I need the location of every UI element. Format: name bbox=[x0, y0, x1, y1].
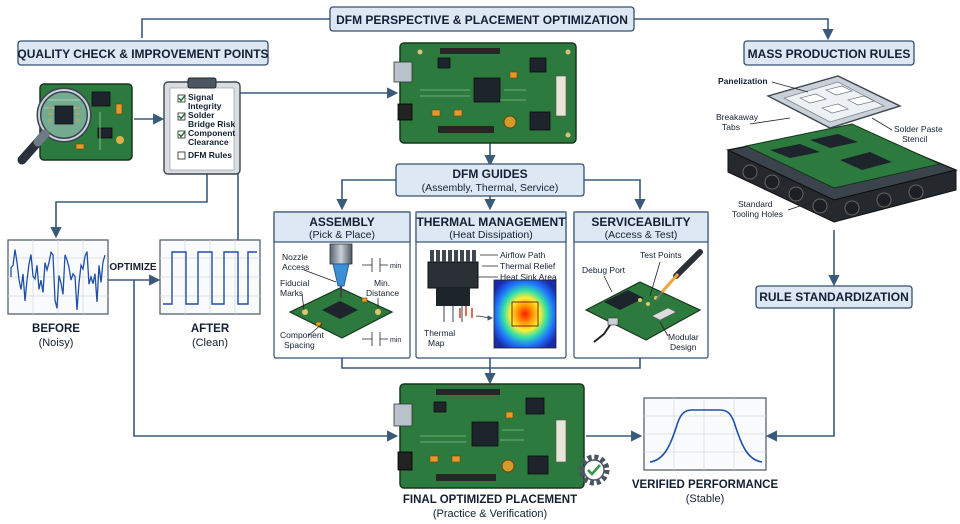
dfm-guides-title: DFM GUIDES bbox=[452, 167, 527, 181]
signal-before: BEFORE (Noisy) bbox=[7, 239, 109, 349]
svg-text:Integrity: Integrity bbox=[188, 101, 222, 111]
breakaway-label-2: Tabs bbox=[722, 122, 740, 132]
serviceability-panel: SERVICEABILITY (Access & Test) Debug Por… bbox=[573, 211, 709, 359]
check-item-clearance: Component Clearance bbox=[177, 128, 235, 147]
checklist: Signal Integrity Solder Bridge Risk Comp… bbox=[177, 92, 236, 160]
soldering-iron-icon bbox=[655, 249, 703, 301]
quality-section: QUALITY CHECK & IMPROVEMENT POINTS bbox=[17, 40, 269, 175]
svg-text:Solder: Solder bbox=[188, 110, 215, 120]
mass-production-section: MASS PRODUCTION RULES Panelization Break… bbox=[716, 40, 958, 223]
main-title-text: DFM PERSPECTIVE & PLACEMENT OPTIMIZATION bbox=[336, 13, 628, 27]
checkbox-icon bbox=[177, 151, 186, 160]
optimize-label: OPTIMIZE bbox=[109, 262, 157, 273]
min-tag-bottom: min bbox=[390, 337, 401, 344]
after-title: AFTER bbox=[191, 323, 230, 335]
mass-production-title: MASS PRODUCTION RULES bbox=[748, 47, 911, 61]
final-pcb bbox=[393, 383, 585, 489]
clean-waveform bbox=[163, 251, 257, 305]
main-title: DFM PERSPECTIVE & PLACEMENT OPTIMIZATION bbox=[329, 6, 635, 32]
final-subtitle: (Practice & Verification) bbox=[433, 508, 547, 520]
serviceability-title: SERVICEABILITY bbox=[591, 215, 690, 229]
stencil-frame bbox=[766, 75, 902, 129]
svg-text:DFM Rules: DFM Rules bbox=[188, 150, 232, 160]
signal-after: AFTER (Clean) bbox=[159, 239, 261, 349]
thermal-map-label-2: Map bbox=[428, 338, 445, 348]
thermal-panel: THERMAL MANAGEMENT (Heat Dissipation) Ai… bbox=[415, 211, 567, 359]
verified-performance: VERIFIED PERFORMANCE (Stable) bbox=[632, 397, 779, 505]
nozzle-icon bbox=[329, 243, 353, 298]
debug-port-label: Debug Port bbox=[582, 265, 626, 275]
rule-title: RULE STANDARDIZATION bbox=[759, 290, 909, 304]
check-item-signal: Signal Integrity bbox=[177, 92, 222, 111]
modular-label-1: Modular bbox=[668, 332, 699, 342]
min-distance-label-2: Distance bbox=[366, 288, 399, 298]
min-distance-label-1: Min. bbox=[374, 278, 390, 288]
top-pcb bbox=[393, 42, 577, 144]
fiducial-label-2: Marks bbox=[280, 288, 303, 298]
dfm-guides-header: DFM GUIDES (Assembly, Thermal, Service) bbox=[395, 163, 585, 197]
tooling-label-1: Standard bbox=[738, 199, 773, 209]
breakaway-label-1: Breakaway bbox=[716, 112, 759, 122]
checkbox-icon bbox=[177, 94, 186, 103]
conveyor-belt bbox=[726, 123, 958, 223]
assembly-title: ASSEMBLY bbox=[309, 215, 375, 229]
svg-text:Bridge Risk: Bridge Risk bbox=[188, 119, 236, 129]
magnifier-icon bbox=[17, 87, 92, 165]
dfm-guides-subtitle: (Assembly, Thermal, Service) bbox=[422, 182, 559, 194]
stable-response-curve bbox=[649, 409, 763, 463]
after-subtitle: (Clean) bbox=[192, 337, 228, 349]
tooling-label-2: Tooling Holes bbox=[732, 209, 783, 219]
serviceability-subtitle: (Access & Test) bbox=[605, 229, 678, 241]
test-points-label: Test Points bbox=[640, 250, 682, 260]
noisy-waveform bbox=[10, 249, 106, 311]
assembly-subtitle: (Pick & Place) bbox=[309, 229, 375, 241]
before-title: BEFORE bbox=[32, 323, 80, 335]
nozzle-label-1: Nozzle bbox=[282, 252, 308, 262]
check-item-dfm: DFM Rules bbox=[177, 150, 232, 160]
thermal-map-label-1: Thermal bbox=[424, 328, 455, 338]
final-title: FINAL OPTIMIZED PLACEMENT bbox=[403, 494, 577, 506]
panelization-label: Panelization bbox=[718, 76, 768, 86]
rule-standardization: RULE STANDARDIZATION bbox=[755, 285, 913, 309]
checkbox-icon bbox=[177, 112, 186, 121]
modular-label-2: Design bbox=[670, 342, 697, 352]
svg-text:Component: Component bbox=[188, 128, 235, 138]
thermal-title: THERMAL MANAGEMENT bbox=[416, 215, 566, 229]
svg-text:Clearance: Clearance bbox=[188, 137, 229, 147]
thermal-relief-label: Thermal Relief bbox=[500, 261, 556, 271]
svg-text:Signal: Signal bbox=[188, 92, 214, 102]
assembly-panel: ASSEMBLY (Pick & Place) Nozzle Access Fi… bbox=[273, 211, 411, 359]
component-spacing-label-1: Component bbox=[280, 330, 325, 340]
quality-title: QUALITY CHECK & IMPROVEMENT POINTS bbox=[17, 47, 268, 61]
thermal-subtitle: (Heat Dissipation) bbox=[449, 229, 532, 241]
before-subtitle: (Noisy) bbox=[39, 337, 74, 349]
heatsink-icon bbox=[427, 250, 479, 322]
check-item-solder: Solder Bridge Risk bbox=[177, 110, 236, 129]
verified-subtitle: (Stable) bbox=[686, 493, 725, 505]
verified-title: VERIFIED PERFORMANCE bbox=[632, 479, 779, 491]
heat-sink-area-label: Heat Sink Area bbox=[500, 272, 557, 282]
paste-label-2: Stencil bbox=[902, 134, 928, 144]
min-tag-top: min bbox=[390, 263, 401, 270]
component-spacing-label-2: Spacing bbox=[284, 340, 315, 350]
nozzle-label-2: Access bbox=[282, 262, 309, 272]
gear-check-icon bbox=[578, 454, 610, 486]
paste-label-1: Solder Paste bbox=[894, 124, 943, 134]
fiducial-label-1: Fiducial bbox=[280, 278, 309, 288]
checkbox-icon bbox=[177, 130, 186, 139]
airflow-label: Airflow Path bbox=[500, 250, 546, 260]
thermal-map-image bbox=[493, 279, 557, 349]
